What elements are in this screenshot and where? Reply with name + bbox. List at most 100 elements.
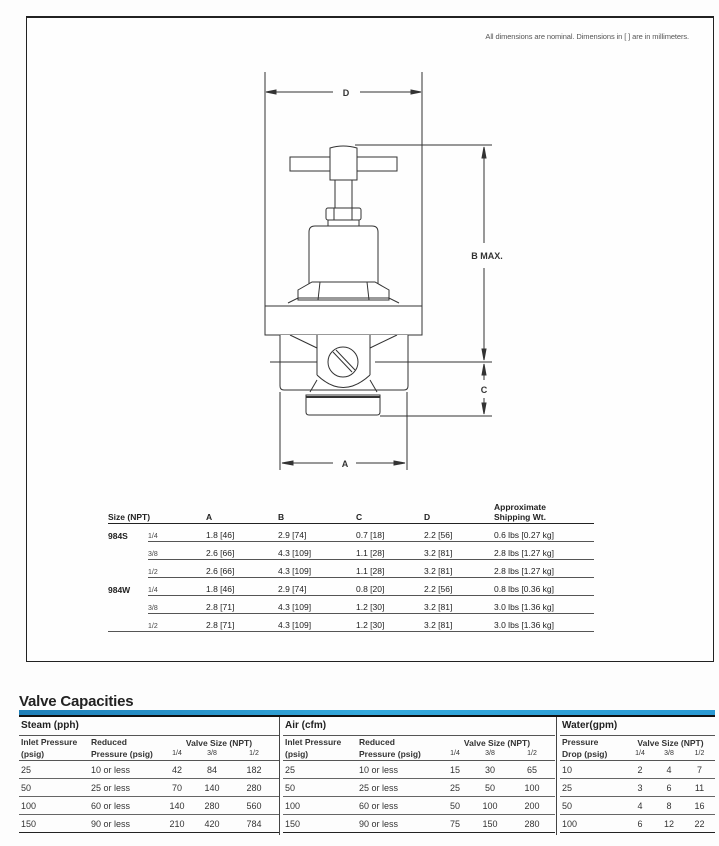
value-cell: 150 — [482, 818, 498, 829]
value-cell: 12 — [663, 818, 674, 829]
value-cell: 75 — [449, 818, 460, 829]
valve-size-header: Valve Size (NPT) 1/4 3/8 1/2 — [163, 736, 275, 760]
c-cell: 1.1 [28] — [356, 541, 424, 560]
header-c: C — [356, 502, 424, 524]
header-size: Size (NPT) — [108, 502, 206, 524]
value-cell: 84 — [206, 764, 217, 775]
inlet-cell: 25 — [285, 764, 296, 775]
steam-title: Steam (pph) — [19, 717, 279, 736]
value-cell: 15 — [449, 764, 460, 775]
value-cell: 140 — [169, 800, 185, 811]
weight-cell: 3.0 lbs [1.36 kg] — [494, 613, 594, 632]
dimensions-table: Size (NPT) A B C D Approximate Shipping … — [108, 502, 594, 632]
inlet-cell: 50 — [285, 782, 296, 793]
d-cell: 2.2 [56] — [424, 577, 494, 596]
header-weight-line2: Shipping Wt. — [494, 512, 546, 522]
weight-cell: 2.8 lbs [1.27 kg] — [494, 559, 594, 578]
c-cell: 0.8 [20] — [356, 577, 424, 596]
header-line1: Reduced — [359, 737, 395, 747]
size-cell: 3/8 — [148, 541, 206, 560]
title-rule — [19, 715, 715, 717]
steam-capacity-table: Steam (pph) Inlet Pressure (psig) Reduce… — [19, 717, 279, 833]
water-column-headers: Pressure Drop (psig) Valve Size (NPT) 1/… — [560, 736, 715, 761]
header-line2: Pressure (psig) — [359, 749, 421, 759]
column-divider — [279, 717, 280, 835]
weight-cell: 2.8 lbs [1.27 kg] — [494, 541, 594, 560]
b-cell: 4.3 [109] — [278, 559, 356, 578]
d-cell: 2.2 [56] — [424, 523, 494, 542]
reduced-cell: 60 or less — [91, 800, 131, 811]
size-cell: 3/8 — [148, 595, 206, 614]
table-row: 100 60 or less 140 280 560 — [19, 797, 279, 815]
header-line2: Drop (psig) — [562, 749, 608, 759]
value-cell: 22 — [694, 818, 705, 829]
air-column-headers: Inlet Pressure (psig) Reduced Pressure (… — [283, 736, 555, 761]
table-row: 100 6 12 22 — [560, 815, 715, 833]
value-cell: 100 — [524, 782, 540, 793]
header-b: B — [278, 502, 356, 524]
header-line1: Inlet Pressure — [285, 737, 342, 747]
header-d: D — [424, 502, 494, 524]
value-cell: 16 — [694, 800, 705, 811]
valve-size-title: Valve Size (NPT) — [637, 738, 704, 748]
drop-cell: 25 — [562, 782, 573, 793]
value-cell: 280 — [204, 800, 220, 811]
air-title: Air (cfm) — [283, 717, 555, 736]
b-cell: 4.3 [109] — [278, 541, 356, 560]
size-quarter: 1/4 — [172, 750, 182, 757]
b-cell: 2.9 [74] — [278, 523, 356, 542]
table-row: 3/8 2.6 [66] 4.3 [109] 1.1 [28] 3.2 [81]… — [108, 541, 594, 560]
steam-column-headers: Inlet Pressure (psig) Reduced Pressure (… — [19, 736, 279, 761]
value-cell: 140 — [204, 782, 220, 793]
value-cell: 6 — [666, 782, 672, 793]
value-cell: 182 — [246, 764, 262, 775]
inlet-cell: 100 — [21, 800, 37, 811]
model-cell — [108, 596, 148, 614]
value-cell: 25 — [449, 782, 460, 793]
value-cell: 30 — [484, 764, 495, 775]
d-cell: 3.2 [81] — [424, 613, 494, 632]
value-cell: 11 — [694, 782, 705, 793]
header-a: A — [206, 502, 278, 524]
table-row: 1/2 2.8 [71] 4.3 [109] 1.2 [30] 3.2 [81]… — [108, 613, 594, 632]
reduced-cell: 90 or less — [359, 818, 399, 829]
a-cell: 1.8 [46] — [206, 577, 278, 596]
d-cell: 3.2 [81] — [424, 595, 494, 614]
inlet-pressure-header: Inlet Pressure (psig) — [283, 736, 359, 760]
water-title: Water(gpm) — [560, 717, 715, 736]
table-row: 984W 1/4 1.8 [46] 2.9 [74] 0.8 [20] 2.2 … — [108, 577, 594, 596]
value-cell: 3 — [637, 782, 643, 793]
value-cell: 70 — [171, 782, 182, 793]
size-cell: 1/2 — [148, 559, 206, 578]
size-cell: 1/4 — [148, 523, 206, 542]
value-cell: 6 — [637, 818, 643, 829]
size-three-eighths: 3/8 — [207, 750, 217, 757]
value-cell: 8 — [666, 800, 672, 811]
dimension-a-label: A — [342, 459, 349, 469]
d-cell: 3.2 [81] — [424, 541, 494, 560]
value-cell: 4 — [637, 800, 643, 811]
weight-cell: 0.6 lbs [0.27 kg] — [494, 523, 594, 542]
model-cell — [108, 560, 148, 578]
valve-capacities-title: Valve Capacities — [19, 693, 134, 710]
value-cell: 4 — [666, 764, 672, 775]
water-capacity-table: Water(gpm) Pressure Drop (psig) Valve Si… — [560, 717, 715, 833]
header-line1: Pressure — [562, 737, 599, 747]
value-cell: 100 — [482, 800, 498, 811]
value-cell: 210 — [169, 818, 185, 829]
dimension-c-label: C — [481, 385, 488, 395]
valve-size-title: Valve Size (NPT) — [463, 738, 531, 748]
drop-cell: 100 — [562, 818, 578, 829]
valve-size-title: Valve Size (NPT) — [185, 738, 253, 748]
title-accent-bar — [19, 710, 715, 715]
value-cell: 50 — [484, 782, 495, 793]
header-weight-line1: Approximate — [494, 502, 546, 512]
table-row: 1/2 2.6 [66] 4.3 [109] 1.1 [28] 3.2 [81]… — [108, 559, 594, 578]
value-cell: 560 — [246, 800, 262, 811]
value-cell: 280 — [246, 782, 262, 793]
